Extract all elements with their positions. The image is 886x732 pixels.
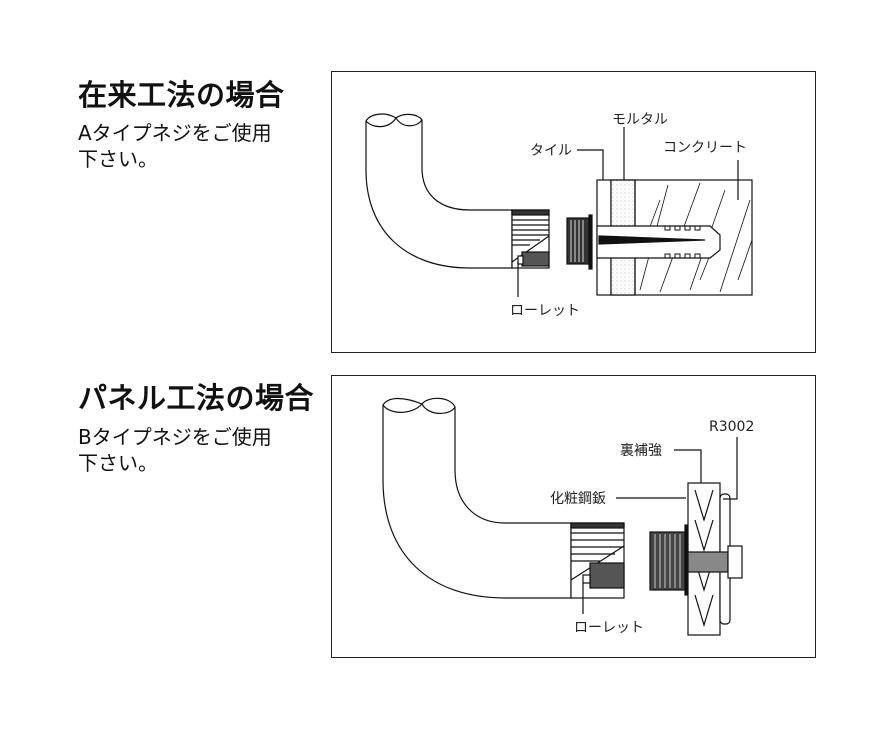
label-mortar: モルタル (612, 112, 668, 128)
section-b-description: Bタイプネジをご使用 下さい。 (78, 424, 328, 476)
through-bolt (687, 551, 729, 573)
leader-r3002 (723, 437, 738, 500)
label-r3002: R3002 (709, 419, 754, 435)
label-tile: タイル (530, 143, 572, 159)
section-a-title: 在来工法の場合 (78, 78, 285, 112)
label-knurl-b: ローレット (574, 620, 644, 636)
leader-backing (674, 449, 702, 483)
threaded-screw-a (566, 217, 590, 265)
knurl-fitting-b (570, 522, 625, 599)
bolt-nut (727, 545, 743, 579)
label-concrete: コンクリート (663, 140, 747, 156)
anchor-bolt-a (596, 225, 721, 259)
knurl-fitting-a (511, 209, 550, 269)
section-a-description-line1: Aタイプネジをご使用 (78, 121, 272, 145)
section-a-description-line2: 下さい。 (78, 147, 158, 171)
label-backing: 裏補強 (620, 442, 662, 459)
flange-a (588, 214, 593, 270)
handrail-pipe-b (382, 397, 572, 599)
diagram-panel (382, 397, 743, 636)
leader-tile (577, 149, 604, 180)
section-b-description-line1: Bタイプネジをご使用 (78, 425, 272, 449)
diagram-conventional (365, 113, 753, 297)
section-b-title: パネル工法の場合 (78, 381, 315, 415)
diagram-frame-panel (331, 375, 816, 658)
diagram-frame-conventional (331, 71, 816, 353)
label-steel-sheet: 化粧鋼鈑 (550, 491, 606, 507)
section-a-description: Aタイプネジをご使用 下さい。 (78, 120, 328, 172)
section-b-description-line2: 下さい。 (78, 451, 158, 475)
handrail-pipe-a (365, 113, 513, 269)
label-knurl-a: ローレット (510, 303, 580, 319)
